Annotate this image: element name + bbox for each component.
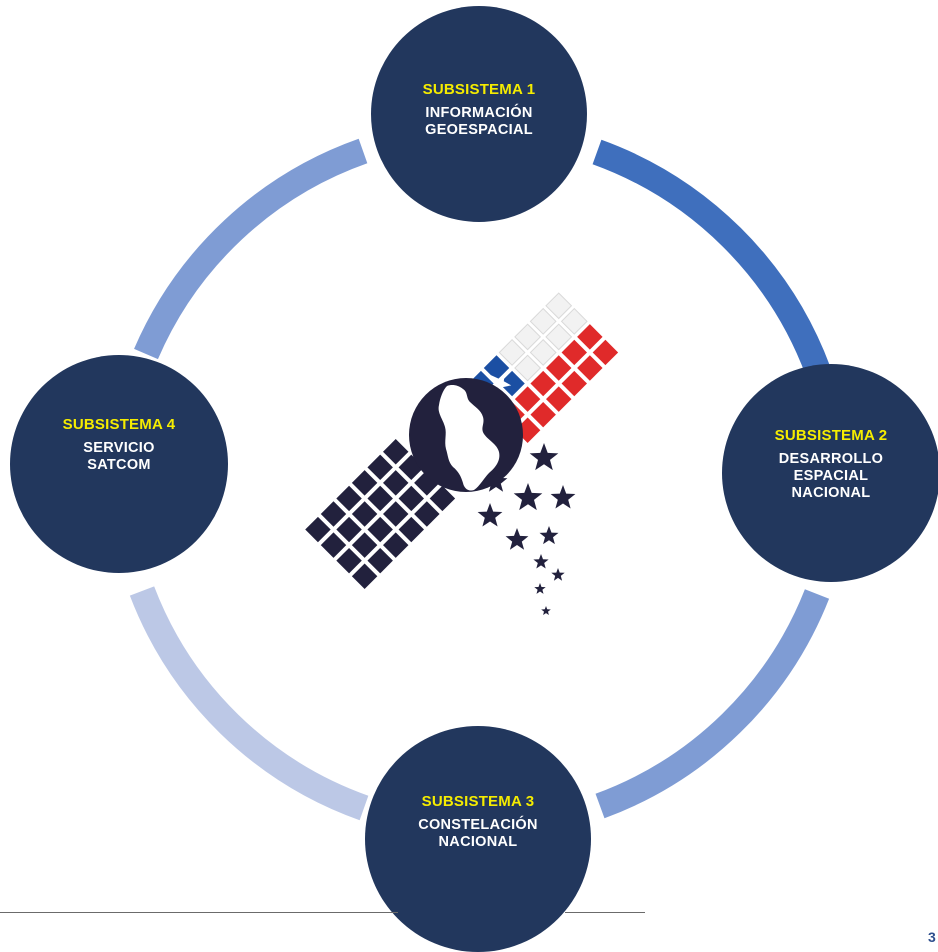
solar-cell: [383, 470, 409, 496]
subsystem-2-description: DESARROLLO ESPACIAL NACIONAL: [779, 451, 884, 502]
ring-segment-1-to-2: [592, 139, 831, 376]
solar-cell: [367, 547, 393, 574]
solar-cell: [336, 547, 362, 574]
subsystem-3-node: SUBSISTEMA 3 CONSTELACIÓN NACIONAL: [365, 726, 591, 952]
subsystem-2-title: SUBSISTEMA 2: [774, 426, 888, 444]
subsystem-1-description: INFORMACIÓN GEOESPACIAL: [425, 105, 533, 139]
star-icon: [539, 526, 559, 545]
flag-cell: [577, 355, 603, 381]
subsystem-2-description-line: DESARROLLO: [778, 450, 884, 467]
solar-cell: [383, 532, 409, 558]
subsystem-1-description-line: GEOESPACIAL: [425, 122, 533, 138]
star-icon: [541, 606, 551, 615]
star-icon: [534, 583, 546, 594]
subsystem-2-description-line: NACIONAL: [791, 484, 871, 501]
solar-cell: [383, 501, 409, 527]
flag-cell: [529, 339, 557, 366]
star-icon: [513, 483, 543, 511]
flag-cell: [545, 323, 573, 351]
page-number-text: 3: [928, 930, 936, 942]
globe-icon: [409, 378, 523, 492]
flag-cell: [514, 354, 542, 382]
subsystem-2-description-line: ESPACIAL: [793, 467, 869, 484]
subsystem-4-node: SUBSISTEMA 4 SERVICIO SATCOM: [10, 355, 228, 573]
solar-cell: [383, 439, 409, 465]
solar-cell: [320, 532, 347, 558]
subsystem-3-description-line: CONSTELACIÓN: [418, 817, 538, 833]
star-icon: [550, 485, 576, 509]
flag-cell: [592, 339, 619, 366]
subsystem-1-node: SUBSISTEMA 1 INFORMACIÓN GEOESPACIAL: [371, 6, 587, 222]
flag-cell: [561, 370, 588, 397]
subsystem-2-node: SUBSISTEMA 2 DESARROLLO ESPACIAL NACIONA…: [722, 364, 938, 582]
subsystem-4-description: SERVICIO SATCOM: [83, 440, 154, 474]
solar-cell: [398, 516, 425, 543]
flag-cell: [514, 323, 542, 351]
stars-group: [477, 443, 576, 615]
cycle-ring: [129, 138, 831, 821]
flag-cell: [546, 355, 572, 381]
solar-cell: [351, 563, 378, 589]
solar-cell: [367, 485, 393, 512]
subsystem-4-description-line: SERVICIO: [83, 440, 155, 456]
flag-cell: [545, 292, 573, 320]
solar-cell: [320, 501, 347, 527]
star-icon: [529, 443, 559, 471]
flag-cell: [529, 307, 557, 335]
subsystem-1-title: SUBSISTEMA 1: [422, 81, 536, 98]
solar-cell: [351, 532, 378, 558]
flag-cell: [546, 386, 572, 412]
flag-star-icon: [488, 372, 512, 396]
footer-rule-left: [0, 912, 398, 913]
solar-cell: [398, 485, 425, 512]
solar-cell: [414, 501, 440, 527]
solar-cell: [351, 470, 378, 496]
flag-cell: [560, 307, 588, 335]
subsystem-1-description-line: INFORMACIÓN: [425, 105, 533, 121]
star-icon: [477, 503, 503, 527]
subsystem-3-title: SUBSISTEMA 3: [421, 793, 535, 810]
page-number: 3: [928, 930, 938, 942]
satellite-globe-flag-icon: [305, 292, 619, 615]
continent-shape: [438, 385, 500, 491]
ring-segment-3-to-4: [129, 586, 369, 821]
solar-cell: [367, 516, 393, 543]
star-icon: [484, 470, 508, 492]
flag-cell: [530, 401, 556, 428]
flag-cell: [498, 339, 526, 366]
solar-cell: [336, 485, 362, 512]
subsystem-4-title: SUBSISTEMA 4: [62, 416, 176, 433]
star-icon: [551, 568, 565, 581]
ring-segment-2-to-3: [595, 589, 830, 819]
flag-cell: [514, 386, 541, 412]
subsystem-4-description-line: SATCOM: [87, 457, 151, 473]
solar-cell: [367, 454, 393, 481]
solar-cell: [351, 501, 378, 527]
subsystem-3-description-line: NACIONAL: [438, 834, 518, 850]
ring-segment-4-to-1: [134, 138, 368, 360]
star-icon: [533, 554, 549, 569]
footer-rule-right: [565, 912, 645, 913]
solar-cell: [305, 516, 331, 543]
subsystem-3-description: CONSTELACIÓN NACIONAL: [418, 817, 538, 851]
star-icon: [505, 528, 529, 550]
solar-cell: [336, 516, 362, 543]
